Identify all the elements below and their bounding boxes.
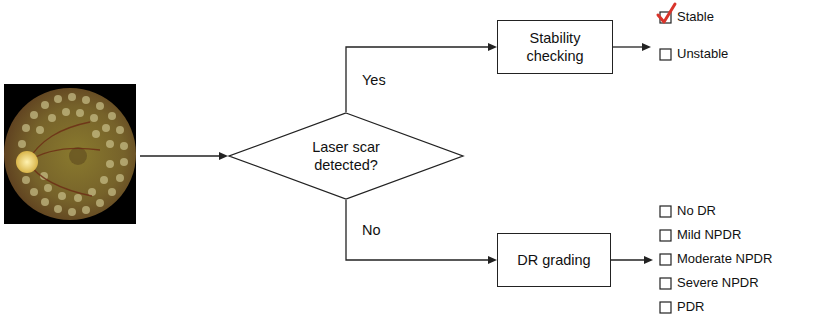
node-text: Stability checking: [505, 29, 605, 65]
node-text: DR grading: [517, 251, 590, 269]
input-arrow: [140, 152, 228, 160]
connector: [346, 200, 497, 264]
connector: [346, 43, 497, 112]
output-arrows: [611, 43, 653, 264]
option-label: Moderate NPDR: [677, 251, 772, 267]
decision-diamond: Laser scar detected?: [228, 112, 464, 200]
checkboxes: [660, 12, 671, 313]
option-label: Severe NPDR: [677, 275, 759, 291]
edge-label: Yes: [360, 71, 388, 89]
process-box: Stability checking: [497, 20, 613, 74]
option-label: No DR: [677, 203, 716, 219]
option-label: PDR: [677, 299, 704, 315]
fundus-image: [4, 84, 136, 224]
node-text: Laser scar detected?: [291, 138, 401, 174]
option-label: Unstable: [677, 46, 728, 62]
option-label: Mild NPDR: [677, 227, 741, 243]
process-box: DR grading: [497, 233, 611, 287]
option-label: Stable: [677, 9, 714, 25]
red-checkmark: [658, 4, 675, 22]
diamond-outline: [228, 112, 464, 200]
edge-label: No: [360, 221, 383, 239]
